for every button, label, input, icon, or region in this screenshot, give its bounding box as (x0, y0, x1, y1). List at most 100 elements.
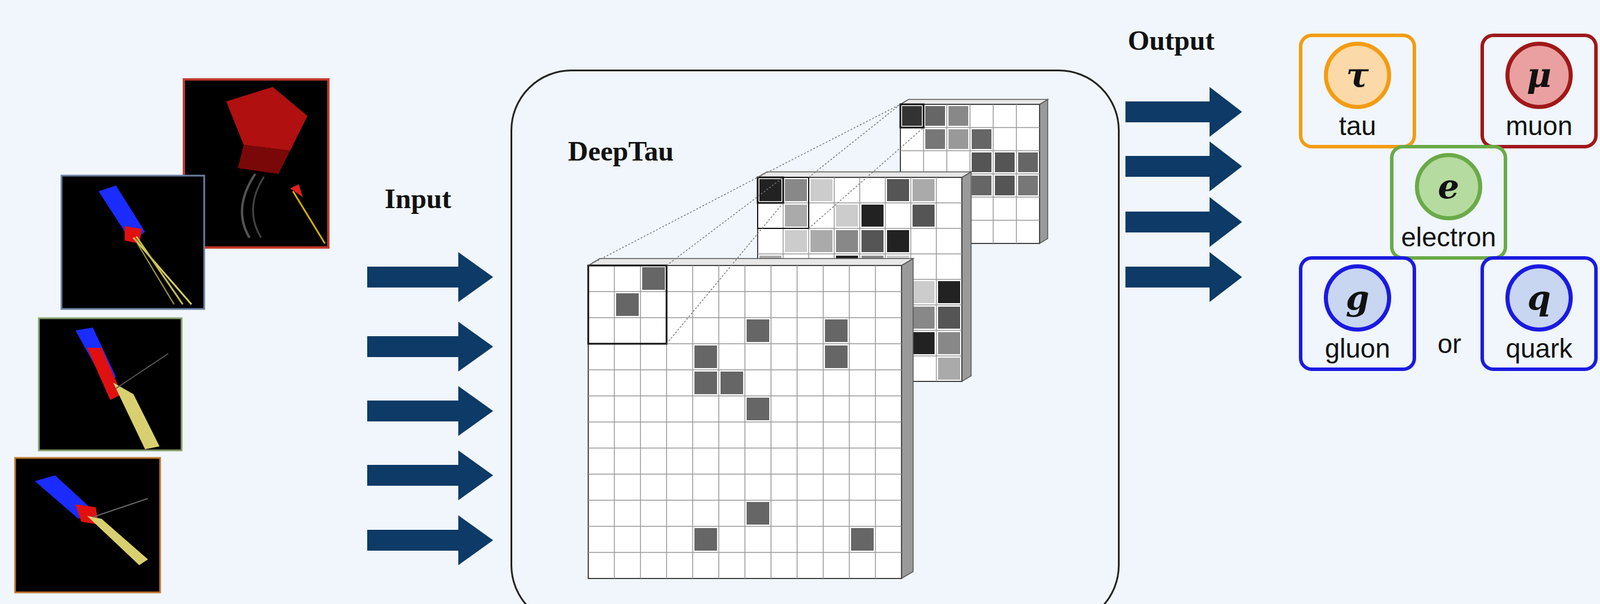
input-arrow (367, 252, 494, 566)
grid-stroke (759, 179, 782, 202)
grid-stroke (746, 502, 770, 526)
grid-stroke (694, 528, 718, 552)
or-label: or (1437, 328, 1462, 360)
grid-stroke (835, 204, 859, 227)
particle-name: tau (1338, 110, 1377, 142)
grid-stroke (824, 319, 848, 343)
particle-symbol: μ (1505, 41, 1573, 110)
grid-stroke (746, 319, 770, 343)
grid-stroke (994, 175, 1015, 196)
grid-stroke (948, 106, 969, 126)
particle-box: eelectron (1389, 145, 1508, 260)
grid-stroke (912, 332, 935, 355)
particle-name: electron (1401, 221, 1497, 253)
grid-stroke (861, 204, 884, 227)
grid-stroke (912, 281, 935, 304)
grid-stroke (694, 371, 718, 395)
network-name: DeepTau (567, 135, 674, 168)
particle-box: qquark (1480, 256, 1598, 372)
grid-stroke (835, 230, 859, 253)
grid-stroke (746, 397, 770, 421)
grid-stroke (588, 552, 902, 554)
grid-stroke (757, 177, 784, 204)
grid-stroke (938, 357, 961, 380)
grid-stroke (1015, 104, 1017, 244)
grid-stroke (824, 345, 848, 369)
particle-symbol: τ (1323, 41, 1392, 110)
particle-box: τtau (1298, 33, 1417, 149)
grid-stroke (851, 528, 874, 552)
grid-stroke (994, 152, 1015, 173)
grid-stroke (796, 265, 798, 579)
grid-stroke (588, 421, 902, 423)
grid-stroke (588, 265, 667, 345)
grid-stroke (912, 204, 935, 227)
grid-stroke (912, 306, 935, 329)
output-label: Output (1127, 24, 1215, 57)
particle-symbol: q (1505, 264, 1573, 332)
grid-stroke (588, 526, 902, 528)
grid-stroke (588, 473, 902, 476)
grid-stroke (874, 265, 876, 579)
feature-grid (588, 99, 1048, 579)
grid-stroke (770, 265, 772, 579)
grid-stroke (666, 203, 784, 345)
grid-stroke (810, 179, 833, 202)
grid-stroke (971, 152, 992, 173)
event-display (61, 175, 205, 310)
grid-stroke (1018, 152, 1038, 173)
grid-stroke (938, 332, 961, 355)
network-box: DeepTau (510, 69, 1120, 604)
grid-stroke (822, 265, 824, 579)
grid-stroke (912, 179, 935, 202)
grid-stroke (902, 106, 922, 126)
grid-stroke (759, 230, 782, 253)
grid-stroke (642, 267, 665, 291)
event-display (38, 318, 182, 451)
grid-stroke (588, 265, 902, 579)
grid-stroke (900, 104, 924, 128)
grid-stroke (757, 104, 901, 178)
grid-stroke (887, 204, 910, 227)
grid-stroke (938, 179, 961, 202)
grid-stroke (971, 175, 992, 196)
grid-stroke (588, 447, 902, 450)
grid-stroke (588, 500, 902, 502)
grid-stroke (971, 129, 992, 150)
grid-stroke (861, 230, 884, 253)
grid-stroke (887, 230, 910, 253)
grid-stroke (784, 230, 807, 253)
grid-stroke (784, 179, 807, 202)
grid-stroke (925, 106, 946, 126)
grid-stroke (720, 371, 744, 395)
grid-stroke (588, 258, 914, 266)
particle-box: ggluon (1298, 256, 1417, 372)
grid-stroke (948, 129, 969, 150)
grid-stroke (901, 258, 914, 579)
particle-name: quark (1505, 332, 1573, 365)
grid-stroke (588, 177, 758, 266)
particle-name: gluon (1325, 332, 1391, 365)
particle-box: μmuon (1480, 33, 1598, 149)
particle-name: muon (1505, 110, 1573, 142)
grid-stroke (935, 177, 937, 382)
grid-stroke (616, 293, 639, 317)
event-display (15, 458, 161, 593)
particle-symbol: g (1323, 264, 1392, 332)
grid-stroke (757, 171, 972, 178)
grid-stroke (938, 306, 961, 329)
grid-stroke (808, 104, 901, 178)
grid-stroke (694, 345, 718, 369)
grid-stroke (925, 129, 946, 150)
grid-stroke (938, 281, 961, 304)
grid-stroke (848, 265, 850, 579)
grid-stroke (992, 104, 994, 244)
event-display (183, 79, 329, 248)
grid-stroke (810, 230, 833, 253)
input-label: Input (384, 182, 452, 215)
output-arrow (1125, 87, 1243, 303)
grid-stroke (666, 177, 784, 266)
grid-stroke (1039, 99, 1048, 244)
grid-stroke (1018, 175, 1038, 196)
grid-stroke (887, 179, 910, 202)
